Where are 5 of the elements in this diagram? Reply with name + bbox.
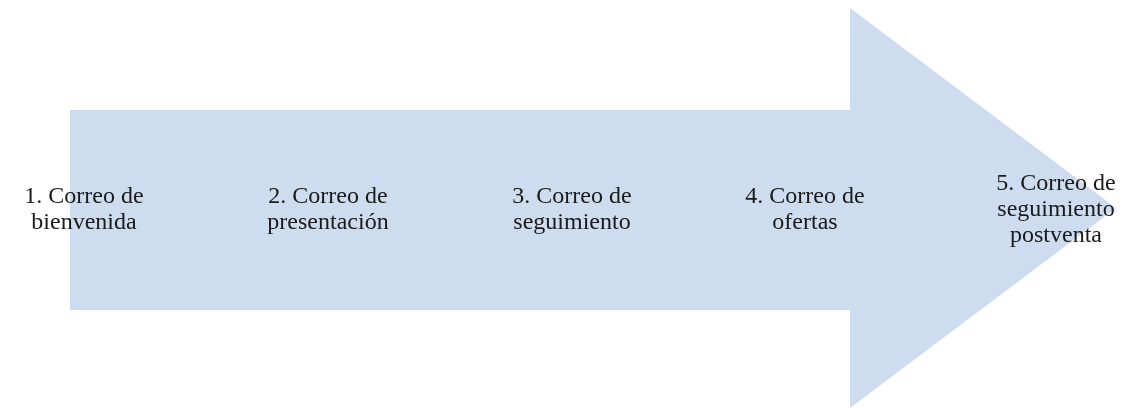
step-label: 2. Correo de presentación (266, 182, 390, 234)
step-label: 3. Correo de seguimiento (511, 182, 633, 234)
step-label: 1. Correo de bienvenida (23, 182, 145, 234)
step-label: 4. Correo de ofertas (744, 182, 866, 234)
step-label: 5. Correo de seguimiento postventa (995, 169, 1117, 247)
